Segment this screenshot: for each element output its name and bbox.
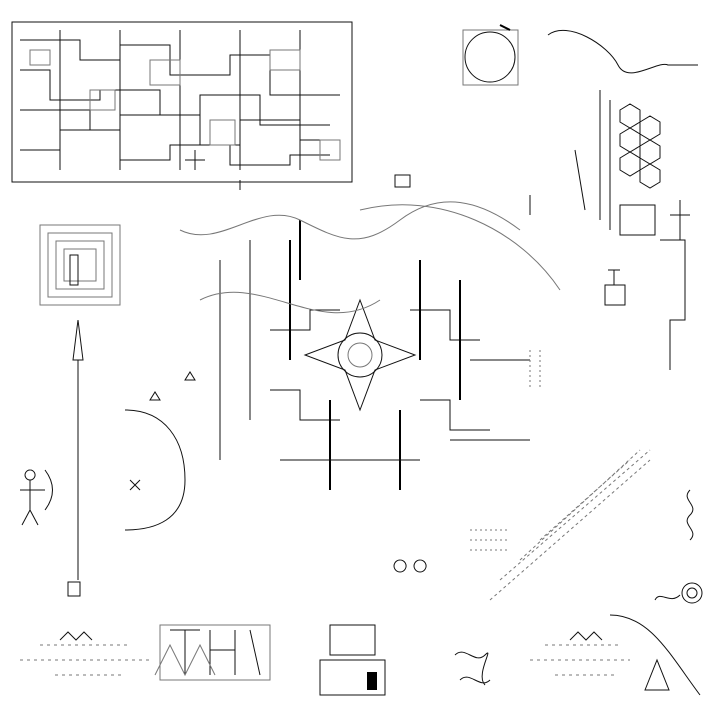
spear-line — [67, 319, 84, 597]
scroll-ornament — [454, 651, 491, 686]
circle-frame-icon — [462, 24, 519, 86]
concentric-square — [39, 224, 121, 306]
central-mandala — [179, 201, 530, 490]
archer-figure — [20, 469, 53, 526]
maze-panel — [11, 21, 353, 183]
dotted-diagonal — [489, 449, 651, 601]
right-bracket — [660, 239, 686, 370]
bottom-dot-motif-right — [530, 631, 630, 676]
arc-left — [124, 409, 186, 531]
wave-mark — [686, 489, 694, 541]
scattered-marks — [129, 150, 541, 573]
squiggle-line — [547, 29, 698, 74]
bottom-dot-motif-left — [20, 631, 150, 676]
curve-line — [609, 614, 701, 696]
spiral-icon — [654, 582, 703, 604]
glyph-block — [154, 624, 271, 681]
arc-right — [359, 204, 561, 291]
honeycomb-tower — [574, 90, 690, 240]
pixel-block — [319, 624, 386, 696]
lamp-icon — [604, 269, 626, 306]
triangle-mark — [644, 658, 670, 691]
